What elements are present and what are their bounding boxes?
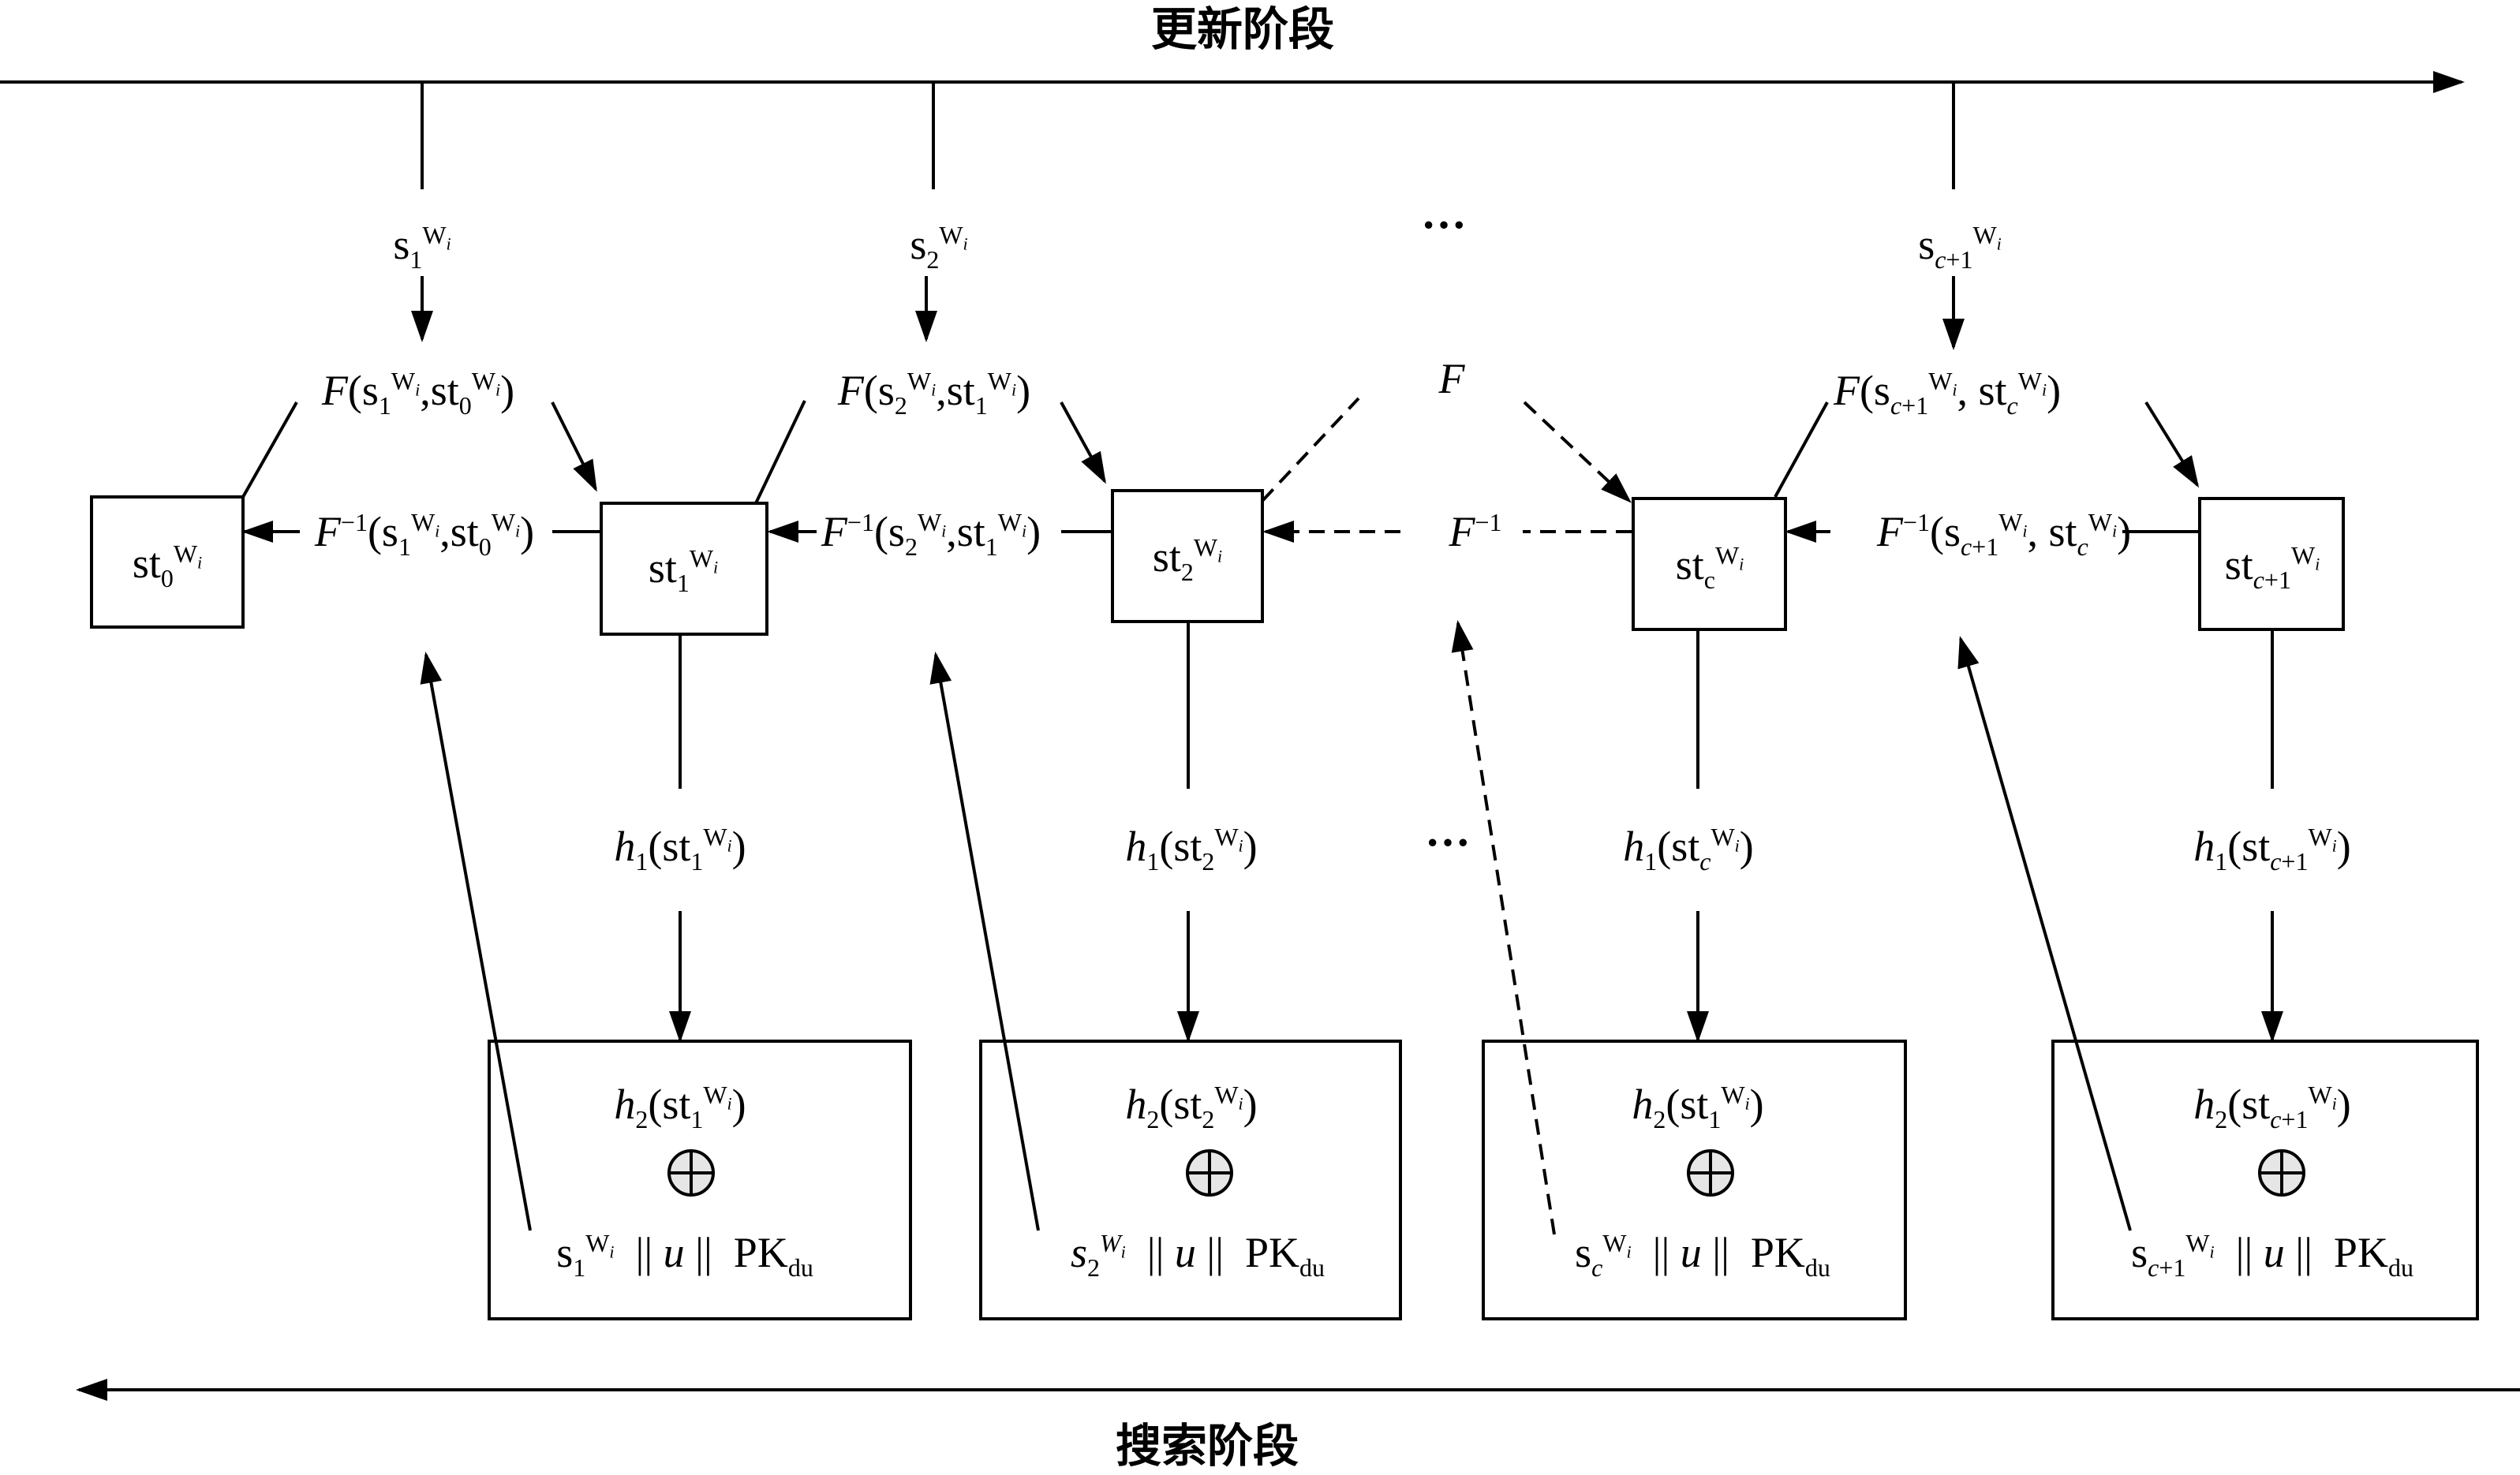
ellipsis-mid: ··· bbox=[1424, 816, 1471, 868]
state-c1-label: stc+1Wi bbox=[2224, 541, 2320, 594]
box-2-h2-label: h2(st2Wi) bbox=[1125, 1081, 1258, 1133]
forward-label-1: F(s1Wi,st0Wi) bbox=[321, 367, 515, 420]
state-box-1 bbox=[600, 502, 768, 636]
index-box-1 bbox=[488, 1040, 912, 1320]
index-box-2 bbox=[979, 1040, 1402, 1320]
seed-1-label: s1Wi bbox=[393, 221, 451, 274]
fwd-line-c bbox=[1774, 401, 1829, 498]
back-arrow-1 bbox=[420, 652, 532, 1231]
inverse-label-1: F−1(s1Wi,st0Wi) bbox=[314, 508, 535, 561]
h1-label-c: h1(stcWi) bbox=[1623, 823, 1754, 876]
seed-c1-label: sc+1Wi bbox=[1918, 221, 2002, 274]
forward-label-2: F(s2Wi,st1Wi) bbox=[837, 367, 1031, 420]
state-box-c bbox=[1632, 497, 1787, 631]
fwd-line-1 bbox=[754, 400, 806, 504]
xor-icon bbox=[1186, 1149, 1233, 1197]
h1-label-1: h1(st1Wi) bbox=[614, 823, 746, 876]
forward-label-c1: F(sc+1Wi, stcWi) bbox=[1833, 367, 2062, 420]
state-0-label: st0Wi bbox=[132, 540, 203, 592]
fwd-arrow-c1 bbox=[2144, 401, 2200, 488]
index-box-c bbox=[1482, 1040, 1907, 1320]
box-c1-h2-label: h2(stc+1Wi) bbox=[2193, 1081, 2351, 1133]
inverse-label-c: F−1 bbox=[1449, 508, 1502, 555]
fwd-dashed-2 bbox=[1261, 397, 1360, 502]
box-1-h2-label: h2(st1Wi) bbox=[614, 1081, 746, 1133]
inverse-label-2: F−1(s2Wi,st1Wi) bbox=[821, 508, 1041, 561]
inverse-label-c1: F−1(sc+1Wi, stcWi) bbox=[1876, 508, 2132, 561]
h1-label-2: h1(st2Wi) bbox=[1125, 823, 1258, 876]
fwd-arrow-2 bbox=[1060, 401, 1106, 484]
xor-icon bbox=[2258, 1149, 2305, 1197]
ellipsis-top: ··· bbox=[1420, 199, 1468, 251]
xor-icon bbox=[667, 1149, 715, 1197]
h1-label-c1: h1(stc+1Wi) bbox=[2193, 823, 2351, 876]
seed-2-label: s2Wi bbox=[910, 221, 968, 274]
state-c-label: stcWi bbox=[1675, 541, 1744, 594]
xor-icon bbox=[1687, 1149, 1734, 1197]
box-c-h2-label: h2(st1Wi) bbox=[1632, 1081, 1764, 1133]
box-c-payload: scWi || u || PKdu bbox=[1575, 1229, 1830, 1282]
back-arrow-c1 bbox=[1957, 636, 2132, 1231]
state-box-0 bbox=[90, 495, 245, 629]
box-1-payload: s1Wi || u || PKdu bbox=[556, 1229, 813, 1282]
box-c1-payload: sc+1Wi || u || PKdu bbox=[2131, 1229, 2413, 1282]
fwd-line-0 bbox=[241, 401, 298, 498]
fwd-arrow-1 bbox=[551, 401, 597, 492]
search-phase-label: 搜索阶段 bbox=[1115, 1419, 1299, 1473]
state-2-label: st2Wi bbox=[1152, 533, 1223, 586]
state-1-label: st1Wi bbox=[648, 544, 719, 597]
update-phase-label: 更新阶段 bbox=[1150, 2, 1335, 56]
forward-label-c: F bbox=[1438, 355, 1465, 402]
back-arrow-2 bbox=[929, 652, 1040, 1231]
fwd-dashed-c bbox=[1523, 401, 1632, 503]
back-arrow-c-dashed bbox=[1451, 620, 1556, 1235]
box-2-payload: s2Wi || u || PKdu bbox=[1070, 1229, 1325, 1282]
index-box-c1 bbox=[2051, 1040, 2479, 1320]
